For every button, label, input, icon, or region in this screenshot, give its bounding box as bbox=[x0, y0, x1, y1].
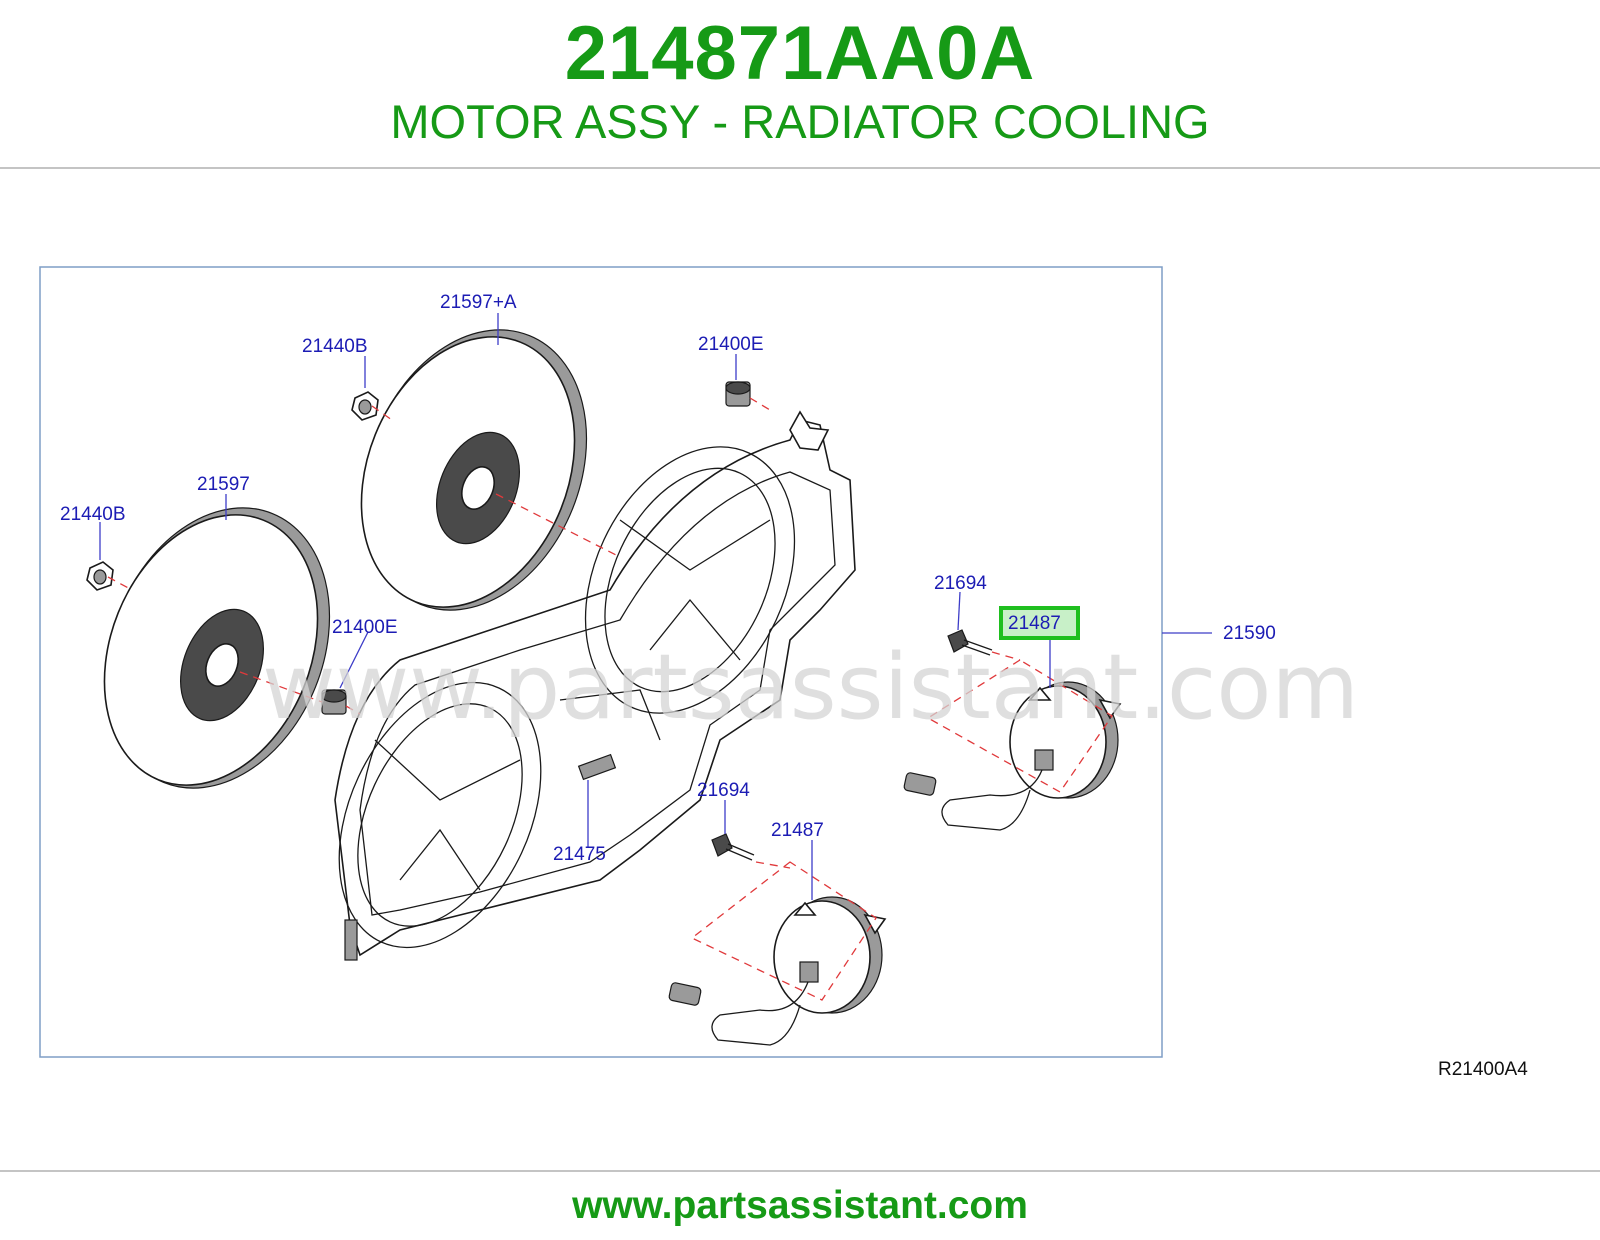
bolt-lower bbox=[711, 833, 755, 861]
leader-lines bbox=[99, 313, 1212, 900]
diagram-reference-code: R21400A4 bbox=[1438, 1059, 1528, 1080]
callout-fan-lower[interactable]: 21597 bbox=[197, 474, 250, 495]
nut-upper bbox=[351, 391, 379, 421]
assembly-guides bbox=[107, 397, 1113, 1001]
callout-nut-upper[interactable]: 21440B bbox=[302, 336, 368, 357]
bolt-right bbox=[947, 629, 993, 656]
callout-spacer-lower[interactable]: 21400E bbox=[332, 617, 398, 638]
callout-motor-lower[interactable]: 21487 bbox=[771, 820, 824, 841]
motor-lower bbox=[668, 896, 887, 1046]
footer-url[interactable]: www.partsassistant.com bbox=[572, 1184, 1028, 1227]
header-divider bbox=[0, 167, 1600, 169]
fan-blade-lower bbox=[103, 507, 331, 789]
nut-lower bbox=[86, 561, 114, 591]
spacer-lower bbox=[321, 689, 347, 715]
callout-connector[interactable]: 21475 bbox=[553, 844, 606, 865]
callout-fan-upper[interactable]: 21597+A bbox=[440, 292, 517, 313]
part-number-title: 214871AA0A bbox=[564, 11, 1036, 96]
fan-shroud bbox=[334, 410, 856, 961]
spacer-upper bbox=[725, 381, 751, 407]
callout-nut-lower[interactable]: 21440B bbox=[60, 504, 126, 525]
footer-divider bbox=[0, 1170, 1600, 1172]
watermark: www.partsassistant.com bbox=[262, 635, 1359, 740]
callout-motor-right[interactable]: 21487 bbox=[1008, 613, 1061, 634]
callout-spacer-upper[interactable]: 21400E bbox=[698, 334, 764, 355]
callout-bolt-right[interactable]: 21694 bbox=[934, 573, 987, 594]
part-name-subtitle: MOTOR ASSY - RADIATOR COOLING bbox=[390, 95, 1210, 148]
motor-right bbox=[903, 681, 1122, 831]
callout-shroud-assy[interactable]: 21590 bbox=[1223, 623, 1276, 644]
highlight-box bbox=[999, 606, 1080, 640]
callout-bolt-lower[interactable]: 21694 bbox=[697, 780, 750, 801]
fan-blade-upper bbox=[360, 329, 588, 611]
